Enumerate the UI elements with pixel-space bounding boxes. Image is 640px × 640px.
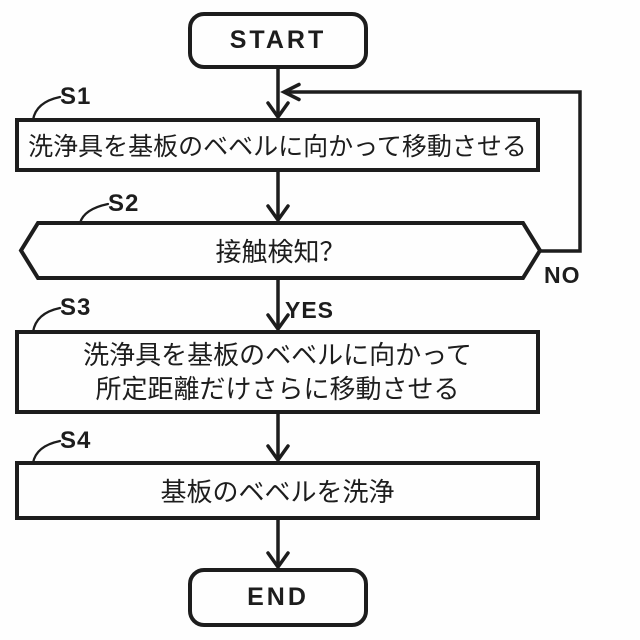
step-s2-text: 接触検知？ — [215, 237, 346, 267]
branch-no-label: NO — [544, 262, 581, 288]
step-s2-reference-label: S2 — [108, 190, 140, 217]
arrowhead-into-end-icon — [266, 551, 290, 571]
start-node-label: START — [229, 26, 327, 54]
step-s1-text: 洗浄具を基板のベベルに向かって移動させる — [28, 133, 527, 161]
step-s1-label-tick — [31, 95, 62, 122]
step-s4-text: 基板のベベルを洗浄 — [160, 477, 395, 507]
arrowhead-feedback-left-icon — [280, 82, 301, 102]
branch-yes-label: YES — [285, 297, 335, 323]
step-s3-text: 洗浄具を基板のベベルに向かって 所定距離だけさらに移動させる — [17, 332, 538, 412]
step-s2-decision-hexagon — [18, 221, 543, 280]
step-s3-text-line1: 洗浄具を基板のベベルに向かって — [83, 340, 472, 370]
arrowhead-into-s1-icon — [266, 101, 290, 121]
arrowhead-into-s3-icon — [266, 313, 290, 333]
arrowhead-into-s4-icon — [266, 444, 290, 464]
step-s3-label-tick — [31, 306, 62, 334]
step-s1-reference-label: S1 — [60, 83, 92, 110]
step-s4-reference-label: S4 — [60, 427, 92, 454]
connector-no-feedback-loop — [288, 90, 582, 253]
step-s4-label-tick — [31, 439, 62, 465]
arrowhead-into-s2-icon — [266, 204, 290, 224]
end-node-label: END — [247, 583, 309, 611]
step-s3-reference-label: S3 — [60, 294, 92, 321]
step-s2-label-tick — [78, 202, 110, 225]
step-s3-text-line2: 所定距離だけさらに移動させる — [95, 374, 460, 404]
